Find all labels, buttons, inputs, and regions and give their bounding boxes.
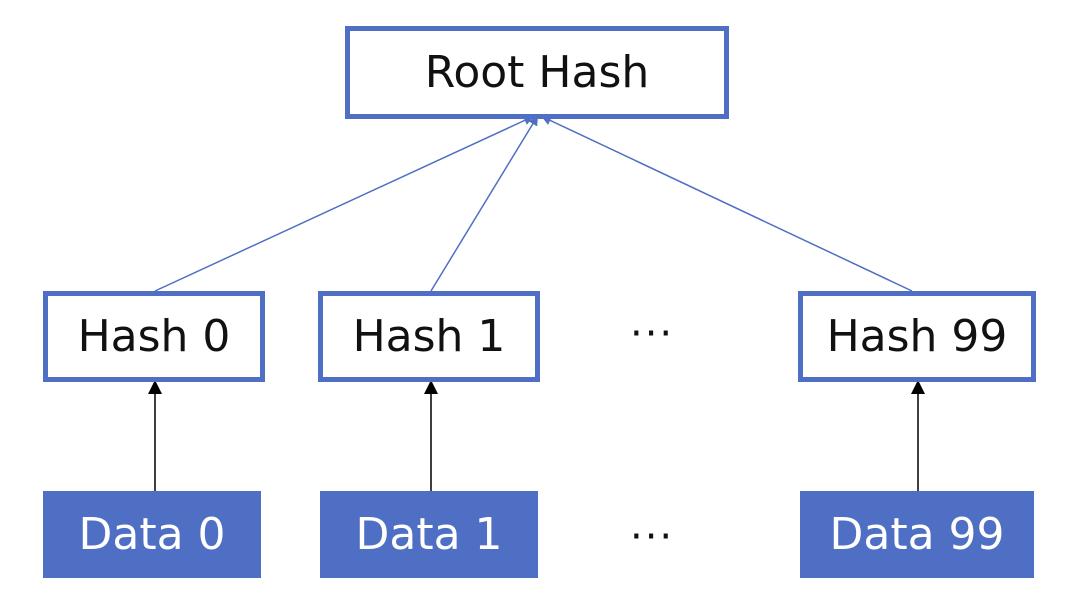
data-99-label: Data 99 [829, 509, 1005, 560]
data-1-label: Data 1 [355, 509, 503, 560]
hash-1-node: Hash 1 [318, 291, 540, 382]
root-hash-node: Root Hash [345, 26, 729, 119]
hash-ellipsis: ··· [630, 311, 675, 357]
hash-0-to-root-arrow [154, 115, 534, 292]
data-ellipsis: ··· [630, 514, 675, 560]
hash-99-node: Hash 99 [798, 291, 1036, 382]
hash-0-label: Hash 0 [77, 311, 231, 362]
hash-1-label: Hash 1 [352, 311, 506, 362]
root-hash-label: Root Hash [424, 47, 650, 98]
data-99-block: Data 99 [800, 491, 1034, 578]
data-0-label: Data 0 [78, 509, 226, 560]
hash-1-to-root-arrow [430, 115, 539, 292]
hash-99-to-root-arrow [541, 115, 913, 292]
hash-99-label: Hash 99 [826, 311, 1008, 362]
data-1-block: Data 1 [320, 491, 538, 578]
data-0-block: Data 0 [43, 491, 261, 578]
hash-0-node: Hash 0 [43, 291, 265, 382]
